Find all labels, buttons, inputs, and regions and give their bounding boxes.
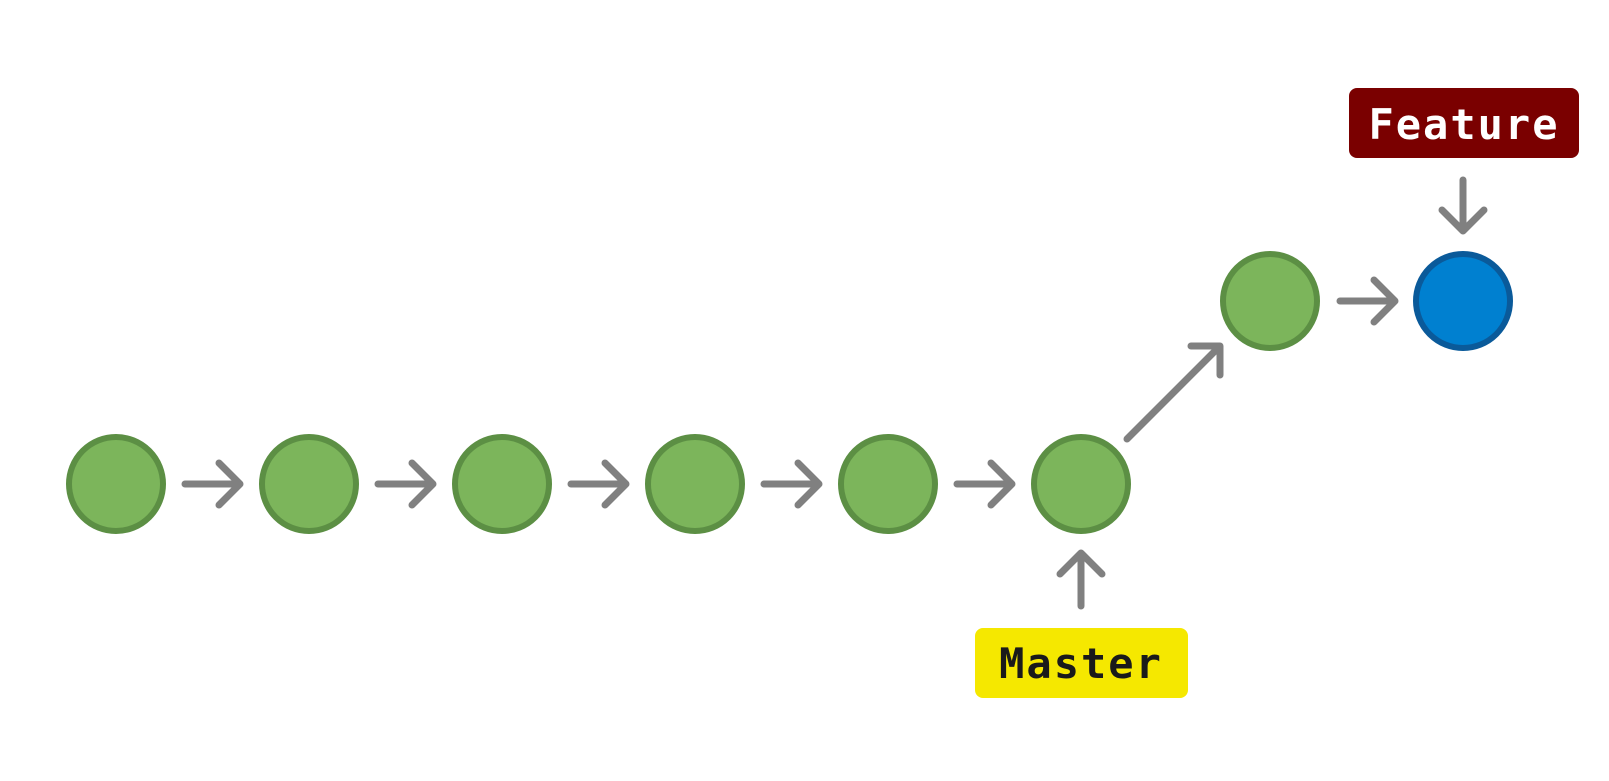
arrow-1-2 bbox=[181, 459, 244, 509]
arrow-master-pointer bbox=[1056, 549, 1106, 610]
commit-node-feature-1 bbox=[1220, 251, 1320, 351]
feature-label-background bbox=[1349, 88, 1579, 158]
master-label-background bbox=[975, 628, 1188, 698]
commit-node bbox=[645, 434, 745, 534]
arrow-2-3 bbox=[374, 459, 437, 509]
commit-node-master bbox=[1031, 434, 1131, 534]
arrow-branch-diagonal bbox=[1123, 342, 1224, 443]
commits bbox=[66, 251, 1513, 534]
arrow-7-8 bbox=[1336, 276, 1399, 326]
arrow-5-6 bbox=[953, 459, 1016, 509]
arrow-4-5 bbox=[760, 459, 823, 509]
arrow-3-4 bbox=[567, 459, 630, 509]
arrow-feature-pointer bbox=[1438, 176, 1488, 235]
feature-label: Feature bbox=[1349, 88, 1579, 158]
commit-node bbox=[452, 434, 552, 534]
commit-node-feature-head bbox=[1413, 251, 1513, 351]
commit-node bbox=[66, 434, 166, 534]
feature-label-text: Feature bbox=[1368, 100, 1559, 149]
master-label-text: Master bbox=[999, 639, 1163, 688]
commit-node bbox=[259, 434, 359, 534]
commit-node bbox=[838, 434, 938, 534]
master-label: Master bbox=[975, 628, 1188, 698]
commit-arrows bbox=[181, 176, 1488, 610]
